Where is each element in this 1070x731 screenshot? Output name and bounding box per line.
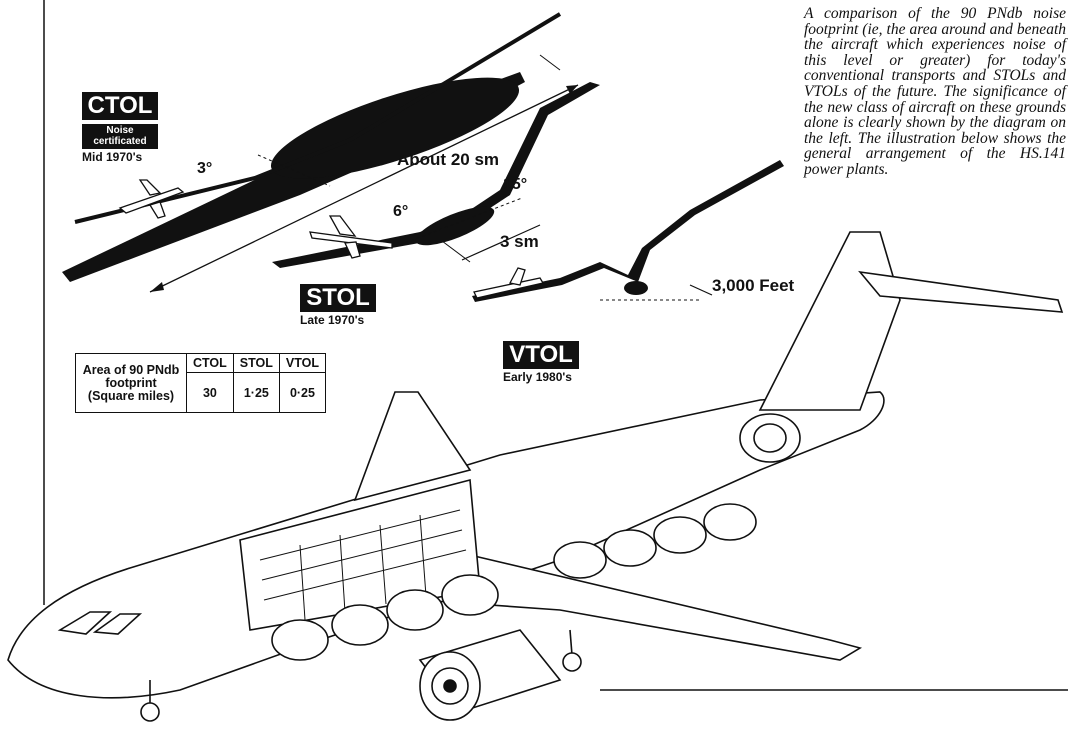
ctol-angle-label: 3° [197, 160, 213, 177]
vtol-footprint [472, 160, 784, 302]
ctol-footprint [62, 12, 579, 293]
table-value-stol: 1·25 [232, 372, 280, 413]
table-value-ctol: 30 [186, 372, 234, 413]
table-col-ctol: CTOL [186, 353, 234, 373]
vtol-aircraft-icon [473, 267, 545, 299]
stol-distance-label: 3 sm [500, 232, 539, 251]
stol-era-label: Late 1970's [300, 313, 365, 327]
nose-gear [140, 680, 160, 722]
stol-climb-angle-label: 15° [503, 176, 528, 193]
vtol-badge: VTOL [503, 341, 579, 369]
lift-engine-bank [271, 503, 757, 661]
noise-area-table: Area of 90 PNdb footprint (Square miles)… [75, 353, 327, 413]
table-value-vtol: 0·25 [278, 372, 327, 413]
tail-fin [758, 231, 901, 411]
tail-plane [858, 270, 1064, 313]
stol-aircraft-icon [309, 215, 393, 259]
table-col-stol: STOL [232, 353, 280, 373]
table-row-header: Area of 90 PNdb footprint (Square miles) [75, 353, 187, 413]
vtol-distance-label: 3,000 Feet [712, 276, 795, 295]
main-gear [562, 629, 582, 672]
stol-angle-label: 6° [393, 203, 409, 220]
table-col-vtol: VTOL [278, 353, 327, 373]
hs141-cutaway [7, 231, 1064, 722]
ctol-distance-label: About 20 sm [397, 150, 500, 169]
table-value-row: 30 1·25 0·25 [76, 372, 327, 413]
cruise-engine [418, 629, 562, 721]
ctol-noise-badge: Noise certificated [82, 124, 158, 149]
stol-footprint [272, 82, 600, 268]
upper-wing [353, 391, 472, 502]
ctol-era-label: Mid 1970's [82, 150, 143, 164]
rear-engine [739, 413, 801, 463]
ctol-aircraft-icon [118, 179, 185, 219]
vtol-era-label: Early 1980's [503, 370, 572, 384]
ctol-badge: CTOL [82, 92, 158, 120]
table-header-row: Area of 90 PNdb footprint (Square miles)… [75, 353, 327, 413]
stol-badge: STOL [300, 284, 376, 312]
figure-caption: A comparison of the 90 PNdb noise footpr… [804, 5, 1066, 178]
